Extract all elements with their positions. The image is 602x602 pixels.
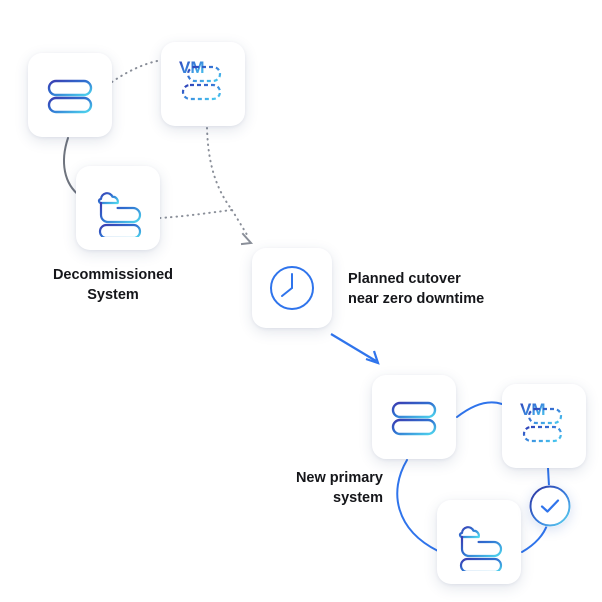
vm-server-icon: VM xyxy=(179,58,222,101)
node-cutover-clock[interactable] xyxy=(252,248,332,328)
server-icon xyxy=(391,401,437,436)
arrowhead-to-clock-icon xyxy=(240,232,254,246)
connector-merge-to-clock xyxy=(231,209,250,239)
cloud-server-icon xyxy=(458,526,503,571)
connector-old-vm-to-clock xyxy=(206,127,233,211)
arrowhead-to-new-system-icon xyxy=(365,350,380,365)
node-old-vm[interactable]: VM xyxy=(161,42,245,126)
vm-icon-text: VM xyxy=(179,58,205,77)
label-decommissioned-system: Decommissioned System xyxy=(52,267,174,303)
label-planned-cutover: Planned cutover near zero downtime xyxy=(348,271,485,307)
node-old-cloud-server[interactable] xyxy=(76,166,160,250)
connector-old-server-to-old-vm xyxy=(111,59,163,83)
connector-old-cloud-to-clock xyxy=(159,209,233,219)
connector-clock-to-new-system xyxy=(330,333,377,362)
node-old-server[interactable] xyxy=(28,53,112,137)
connector-new-vm-to-check xyxy=(547,467,550,487)
cloud-server-icon xyxy=(97,192,142,237)
connector-new-server-to-new-vm xyxy=(456,401,503,418)
connector-new-cloud-to-check xyxy=(521,524,548,553)
connector-new-server-to-new-cloud xyxy=(396,459,439,552)
server-icon xyxy=(47,79,93,114)
node-new-cloud-server[interactable] xyxy=(437,500,521,584)
clock-icon xyxy=(270,266,314,310)
vm-icon-text: VM xyxy=(520,400,546,419)
status-check-badge[interactable] xyxy=(529,485,571,527)
check-circle-icon xyxy=(529,485,571,527)
label-new-primary-system: New primary system xyxy=(295,470,383,506)
vm-server-icon: VM xyxy=(520,400,563,443)
node-new-vm[interactable]: VM xyxy=(502,384,586,468)
node-new-server[interactable] xyxy=(372,375,456,459)
